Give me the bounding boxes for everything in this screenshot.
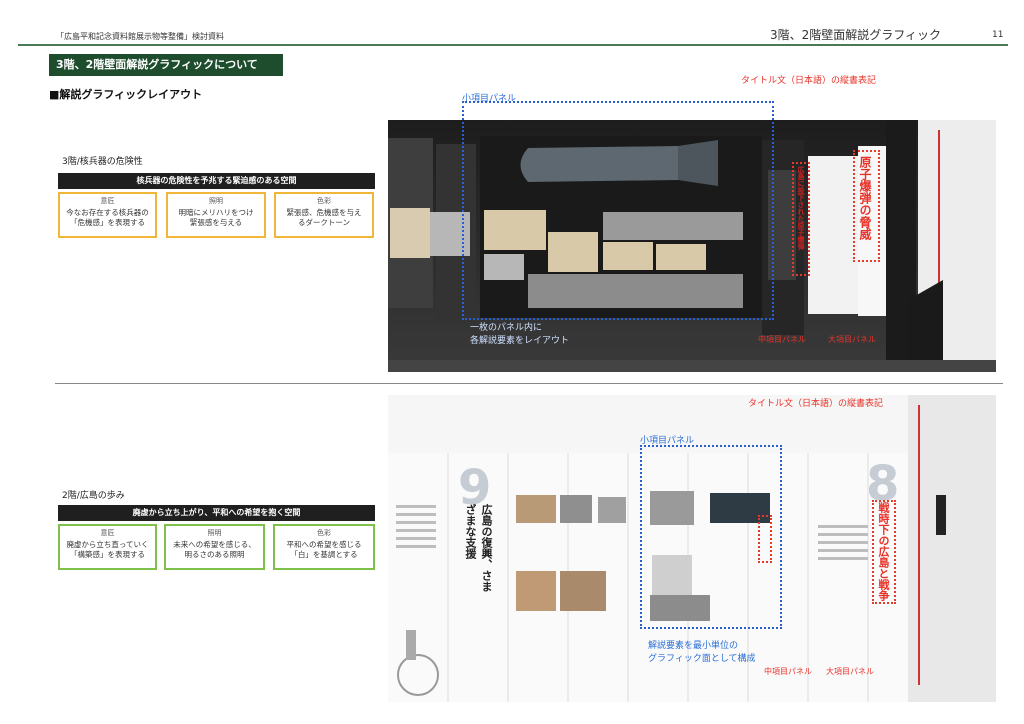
floor2-design-cell: 意匠 廃虚から立ち直っていく「構築感」を表現する <box>58 524 157 570</box>
cell-text: 明るさのある照明 <box>184 550 245 559</box>
f3-title-vertical-label: タイトル文（日本語）の縦書表記 <box>741 76 877 86</box>
cell-title: 意匠 <box>100 529 115 537</box>
floor3-concept: 核兵器の危険性を予兆する緊迫感のある空間 <box>58 173 375 189</box>
floor2-render-drawing <box>388 395 996 702</box>
cell-text: 今なお存在する核兵器の <box>66 208 149 217</box>
f2-large-panel-label: 大項目パネル <box>826 667 874 676</box>
cell-text: 未来への希望を感じる、 <box>173 540 256 549</box>
f2-number-8: 8 <box>866 456 900 512</box>
cell-text: 「危機感」を表現する <box>70 218 145 227</box>
f3-large-panel-label: 大項目パネル <box>828 335 876 344</box>
floor3-design-cell: 意匠 今なお存在する核兵器の「危機感」を表現する <box>58 192 157 238</box>
note-line: 一枚のパネル内に <box>470 323 543 333</box>
f2-mid-panel-label: 中項目パネル <box>764 667 812 676</box>
page-banner: 3階、2階壁面解説グラフィックについて <box>49 54 283 76</box>
f3-large-title-frame <box>853 150 880 262</box>
f2-number-9: 9 <box>458 460 492 516</box>
f3-small-panel-label: 小項目パネル <box>462 94 517 104</box>
cell-text: るダークトーン <box>297 218 351 227</box>
cell-title: 照明 <box>209 197 223 205</box>
floor2-lighting-cell: 照明 未来への希望を感じる、明るさのある照明 <box>164 524 265 570</box>
f2-small-panel-frame <box>640 445 782 629</box>
cell-title: 色彩 <box>317 197 331 205</box>
f2-mid-title-frame <box>758 515 772 563</box>
page-number: 11 <box>992 30 1004 40</box>
f2-large-title-frame <box>872 500 896 604</box>
cell-text: 明暗にメリハリをつけ <box>178 208 254 217</box>
cell-text: 緊張感、危機感を与え <box>286 208 362 217</box>
f3-small-panel-frame <box>462 101 774 320</box>
floor2-label: 2階/広島の歩み <box>62 491 125 501</box>
cell-text: 緊張感を与える <box>189 218 243 227</box>
cell-title: 色彩 <box>317 529 331 537</box>
note-line: 解説要素を最小単位の <box>648 641 739 651</box>
f2-small-panel-label: 小項目パネル <box>640 436 695 446</box>
f3-panel-title: 原子爆弾の脅威 <box>858 156 872 240</box>
floor3-render <box>388 120 996 372</box>
f3-mid-title-frame <box>792 162 810 276</box>
floor2-concept: 廃虚から立ち上がり、平和への希望を抱く空間 <box>58 505 375 521</box>
floor3-label: 3階/核兵器の危険性 <box>62 157 143 167</box>
cell-text: 廃虚から立ち直っていく <box>66 540 149 549</box>
cell-title: 意匠 <box>100 197 115 205</box>
note-line: グラフィック面として構成 <box>648 654 756 664</box>
section-divider <box>55 383 1003 384</box>
f3-mid-panel-label: 中項目パネル <box>758 335 806 344</box>
floor3-lighting-cell: 照明 明暗にメリハリをつけ緊張感を与える <box>166 192 266 238</box>
floor2-color-cell: 色彩 平和への希望を感じる「白」を基調とする <box>273 524 375 570</box>
document-title: 「広島平和記念資料館展示物等整備」検討資料 <box>56 32 224 41</box>
header-rule <box>18 44 1008 46</box>
cell-text: 平和への希望を感じる <box>286 540 362 549</box>
cell-title: 照明 <box>207 529 222 537</box>
section-title: 3階、2階壁面解説グラフィック <box>770 28 942 42</box>
f3-layout-note: 一枚のパネル内に 各解説要素をレイアウト <box>470 320 569 346</box>
layout-heading: ■解説グラフィックレイアウト <box>49 88 203 101</box>
f2-layout-note: 解説要素を最小単位の グラフィック面として構成 <box>648 638 756 664</box>
cell-text: 「構築感」を表現する <box>70 550 145 559</box>
floor3-render-drawing <box>388 120 996 372</box>
f2-panel-title: 戦時下の広島と戦争 <box>877 502 890 601</box>
cell-text: 「白」を基調とする <box>290 550 358 559</box>
f2-panel-title-9: 広島の復興、さまざまな支援 <box>464 504 493 592</box>
f2-title-vertical-label: タイトル文（日本語）の縦書表記 <box>748 399 884 409</box>
note-line: 各解説要素をレイアウト <box>470 336 570 346</box>
floor3-color-cell: 色彩 緊張感、危機感を与えるダークトーン <box>274 192 374 238</box>
f3-panel-subtitle: 広島に投下された原子爆弾 <box>797 166 805 250</box>
